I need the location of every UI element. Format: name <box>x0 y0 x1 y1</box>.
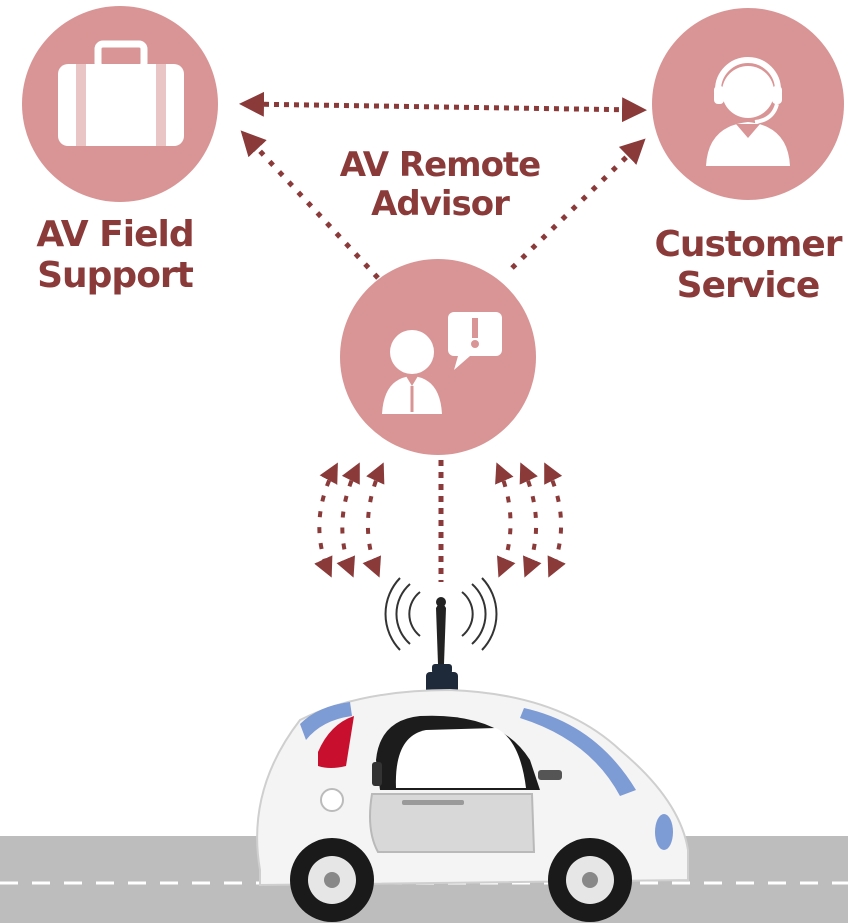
headset-agent-icon <box>706 57 790 166</box>
field-support-label-line2: Support <box>37 255 194 297</box>
connector-advisor-field <box>240 130 380 280</box>
signal-arcs-left <box>314 462 385 578</box>
remote-advisor-label: AV Remote Advisor <box>320 145 560 225</box>
front-wheel <box>548 838 632 922</box>
signal-antenna-icon <box>384 577 498 664</box>
customer-service-node <box>652 8 844 200</box>
customer-service-label-line2: Service <box>676 265 821 307</box>
briefcase-icon <box>58 40 184 146</box>
remote-advisor-label-line1: AV Remote <box>339 145 542 185</box>
customer-service-label: Customer Service <box>648 224 848 307</box>
autonomous-car-icon <box>256 664 689 922</box>
remote-advisor-node <box>340 259 536 455</box>
rear-wheel <box>290 838 374 922</box>
field-support-node <box>22 6 218 202</box>
connector-advisor-customer <box>510 138 646 270</box>
advisor-alert-icon <box>382 312 502 414</box>
field-support-label-line1: AV Field <box>36 214 194 255</box>
connector-field-customer <box>239 91 647 123</box>
signal-arcs-right <box>495 462 566 578</box>
remote-advisor-label-line2: Advisor <box>371 184 510 225</box>
customer-service-label-line1: Customer <box>654 224 842 265</box>
field-support-label: AV Field Support <box>20 214 210 297</box>
